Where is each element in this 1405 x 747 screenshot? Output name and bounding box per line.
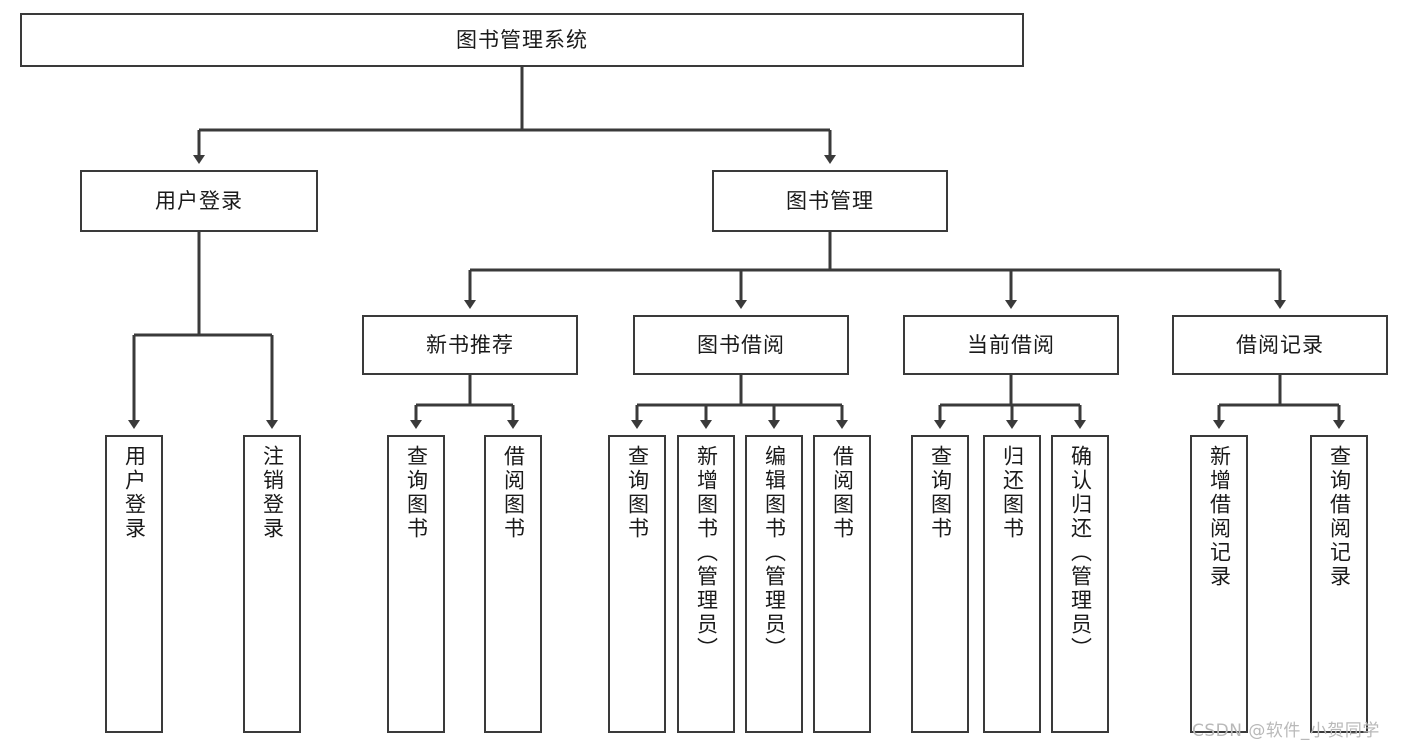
node-borrow-record-label: 借阅记录 [1236, 332, 1324, 357]
node-current-borrow-label: 当前借阅 [967, 332, 1055, 357]
leaf-user-login-label: 用户登录 [122, 445, 147, 541]
leaf-borrow-book[interactable]: 借阅图书 [813, 435, 871, 733]
leaf-add-book-admin-label: 新增图书（管理员） [694, 445, 719, 661]
node-borrow-record[interactable]: 借阅记录 [1172, 315, 1388, 375]
node-root-label: 图书管理系统 [456, 27, 588, 52]
leaf-query-borrow-record-label: 查询借阅记录 [1327, 445, 1352, 589]
leaf-borrow-book-recommend-label: 借阅图书 [501, 445, 526, 541]
node-book-borrow[interactable]: 图书借阅 [633, 315, 849, 375]
leaf-return-book[interactable]: 归还图书 [983, 435, 1041, 733]
node-new-book-recommend[interactable]: 新书推荐 [362, 315, 578, 375]
leaf-logout[interactable]: 注销登录 [243, 435, 301, 733]
leaf-query-book-recommend[interactable]: 查询图书 [387, 435, 445, 733]
leaf-user-login[interactable]: 用户登录 [105, 435, 163, 733]
leaf-query-book-current-label: 查询图书 [928, 445, 953, 541]
node-book-management-label: 图书管理 [786, 188, 874, 213]
node-new-book-recommend-label: 新书推荐 [426, 332, 514, 357]
leaf-add-borrow-record-label: 新增借阅记录 [1207, 445, 1232, 589]
leaf-query-book-recommend-label: 查询图书 [404, 445, 429, 541]
node-user-login[interactable]: 用户登录 [80, 170, 318, 232]
node-book-management[interactable]: 图书管理 [712, 170, 948, 232]
leaf-add-borrow-record[interactable]: 新增借阅记录 [1190, 435, 1248, 733]
leaf-query-borrow-record[interactable]: 查询借阅记录 [1310, 435, 1368, 733]
csdn-watermark: CSDN @软件_小贺同学 [1192, 721, 1380, 741]
node-user-login-label: 用户登录 [155, 188, 243, 213]
node-book-borrow-label: 图书借阅 [697, 332, 785, 357]
leaf-query-book-current[interactable]: 查询图书 [911, 435, 969, 733]
leaf-return-book-label: 归还图书 [1000, 445, 1025, 541]
leaf-borrow-book-recommend[interactable]: 借阅图书 [484, 435, 542, 733]
node-root[interactable]: 图书管理系统 [20, 13, 1024, 67]
leaf-query-book-borrow-label: 查询图书 [625, 445, 650, 541]
leaf-add-book-admin[interactable]: 新增图书（管理员） [677, 435, 735, 733]
leaf-confirm-return-admin[interactable]: 确认归还（管理员） [1051, 435, 1109, 733]
leaf-borrow-book-label: 借阅图书 [830, 445, 855, 541]
node-current-borrow[interactable]: 当前借阅 [903, 315, 1119, 375]
leaf-confirm-return-admin-label: 确认归还（管理员） [1068, 445, 1093, 661]
leaf-edit-book-admin[interactable]: 编辑图书（管理员） [745, 435, 803, 733]
leaf-edit-book-admin-label: 编辑图书（管理员） [762, 445, 787, 661]
leaf-query-book-borrow[interactable]: 查询图书 [608, 435, 666, 733]
leaf-logout-label: 注销登录 [260, 445, 285, 541]
